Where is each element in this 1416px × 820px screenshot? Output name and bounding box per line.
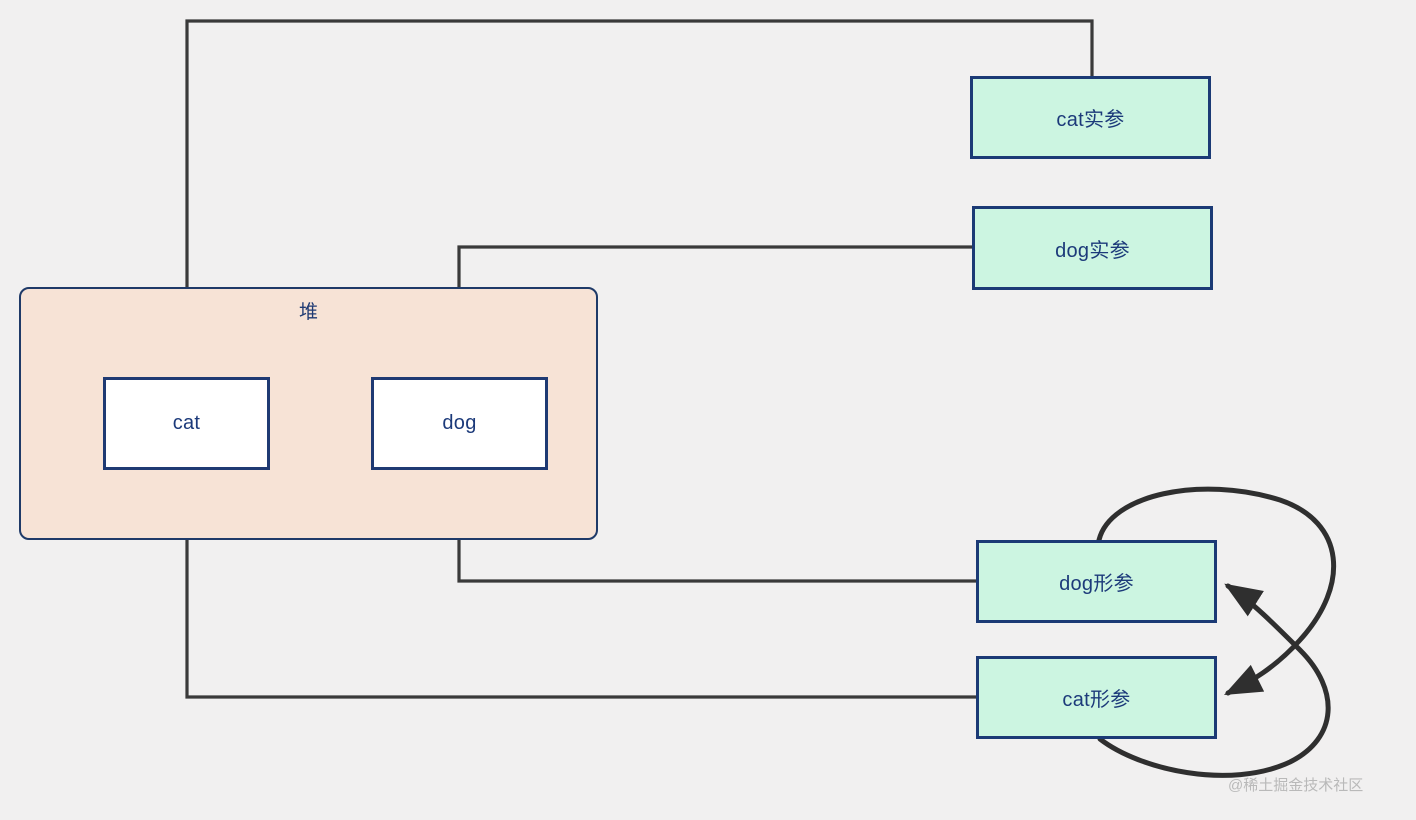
dog-formal-param-node[interactable]: dog形参	[976, 540, 1217, 623]
dog-formal-param-label: dog形参	[1059, 573, 1134, 595]
dog-object-label: dog	[442, 412, 477, 434]
cat-object-label: cat	[172, 412, 201, 434]
dog-actual-param-node[interactable]: dog实参	[972, 206, 1213, 290]
dog-object-node[interactable]: dog	[371, 377, 548, 470]
cat-actual-param-node[interactable]: cat实参	[970, 76, 1211, 159]
cat-object-node[interactable]: cat	[103, 377, 270, 470]
heap-label: 堆	[298, 302, 318, 323]
cat-formal-param-node[interactable]: cat形参	[976, 656, 1217, 739]
watermark: @稀土掘金技术社区	[1228, 777, 1364, 794]
cat-formal-param-label: cat形参	[1062, 689, 1131, 711]
dog-actual-param-label: dog实参	[1055, 239, 1130, 262]
cat-actual-param-label: cat实参	[1056, 109, 1125, 131]
